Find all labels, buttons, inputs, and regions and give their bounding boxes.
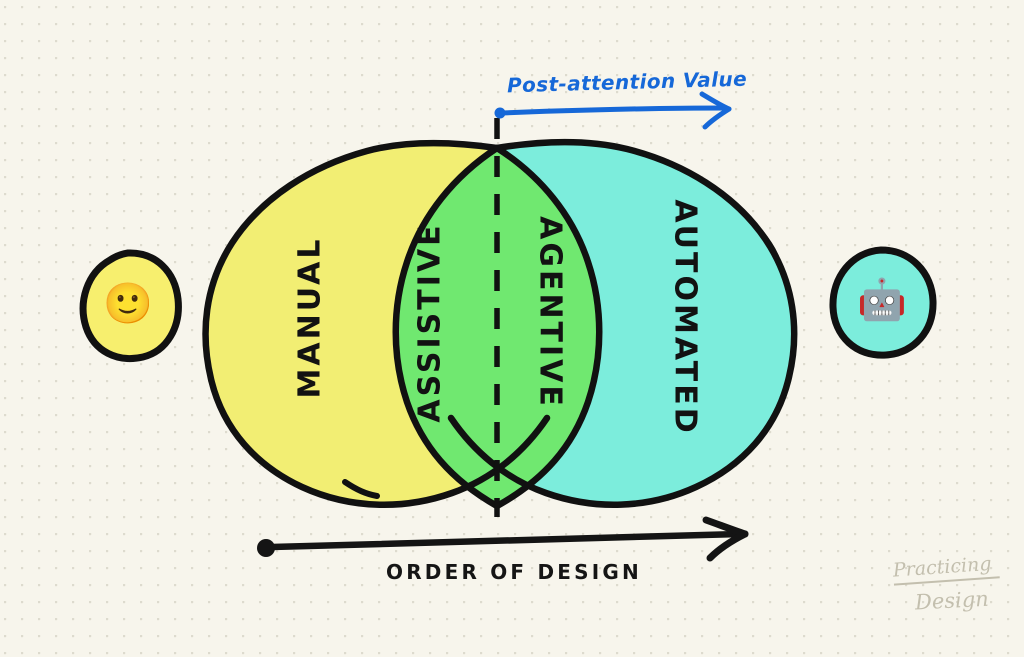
venn-outlines: [202, 138, 798, 510]
human-endpoint-badge: 🙂: [78, 252, 178, 356]
arrow-start-dot: [257, 539, 275, 557]
robot-icon: 🤖: [857, 277, 907, 323]
slightly-smiling-face-icon: 🙂: [103, 281, 153, 327]
human-endpoint-circle: [79, 249, 182, 362]
region-label-automated: AUTOMATED: [667, 199, 703, 436]
region-label-agentive: AGENTIVE: [532, 216, 568, 409]
watermark-line-2: Design: [914, 586, 990, 615]
region-label-assistive: ASSISTIVE: [412, 222, 448, 423]
watermark-line-1: Practicing: [892, 552, 1000, 586]
watermark-signature: Practicing Design: [892, 552, 1013, 615]
order-of-design-label: ORDER OF DESIGN: [386, 560, 642, 584]
robot-endpoint-badge: 🤖: [830, 248, 934, 352]
robot-endpoint-circle: [829, 246, 937, 359]
order-of-design-arrow: [257, 516, 749, 562]
region-label-manual: MANUAL: [292, 236, 328, 399]
post-attention-arrow: [494, 91, 732, 130]
